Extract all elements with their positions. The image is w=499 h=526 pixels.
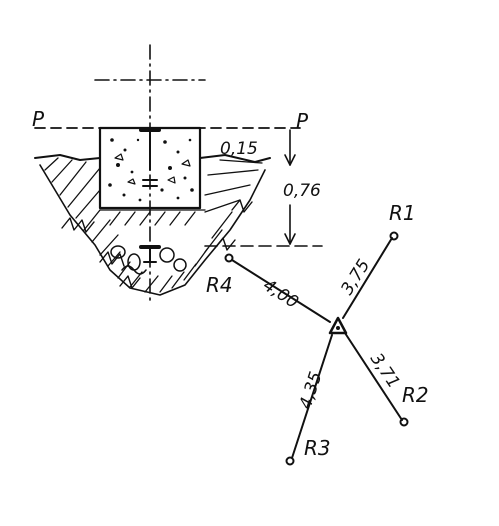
r4-distance: 4,00	[259, 275, 302, 312]
reference-point-markers	[224, 231, 409, 466]
benchmark-bolt-bottom	[139, 245, 161, 263]
r2-distance: 3,71	[366, 350, 404, 393]
r4-label: R4	[206, 273, 233, 297]
gravel-bed	[110, 245, 187, 275]
plane-label-left: P	[32, 107, 45, 131]
r3-label: R3	[304, 436, 331, 460]
r4-marker-icon	[224, 253, 234, 263]
soil-hatching	[34, 154, 271, 296]
benchmark-bolt-top	[139, 128, 161, 187]
r1-label: R1	[389, 201, 416, 225]
r3-marker-icon	[285, 456, 295, 466]
station-triangle-icon	[328, 316, 348, 335]
r2-marker-icon	[399, 417, 409, 427]
footing-depth-dimension: 0,76	[283, 181, 321, 201]
depth-dimension	[284, 129, 296, 245]
r2-label: R2	[402, 383, 429, 407]
r1-marker-icon	[389, 231, 399, 241]
r3-distance: 4,35	[296, 369, 327, 411]
reference-lines	[231, 237, 403, 459]
plane-label-right: P	[296, 109, 309, 133]
footing-top-dimension: 0,15	[220, 139, 258, 159]
